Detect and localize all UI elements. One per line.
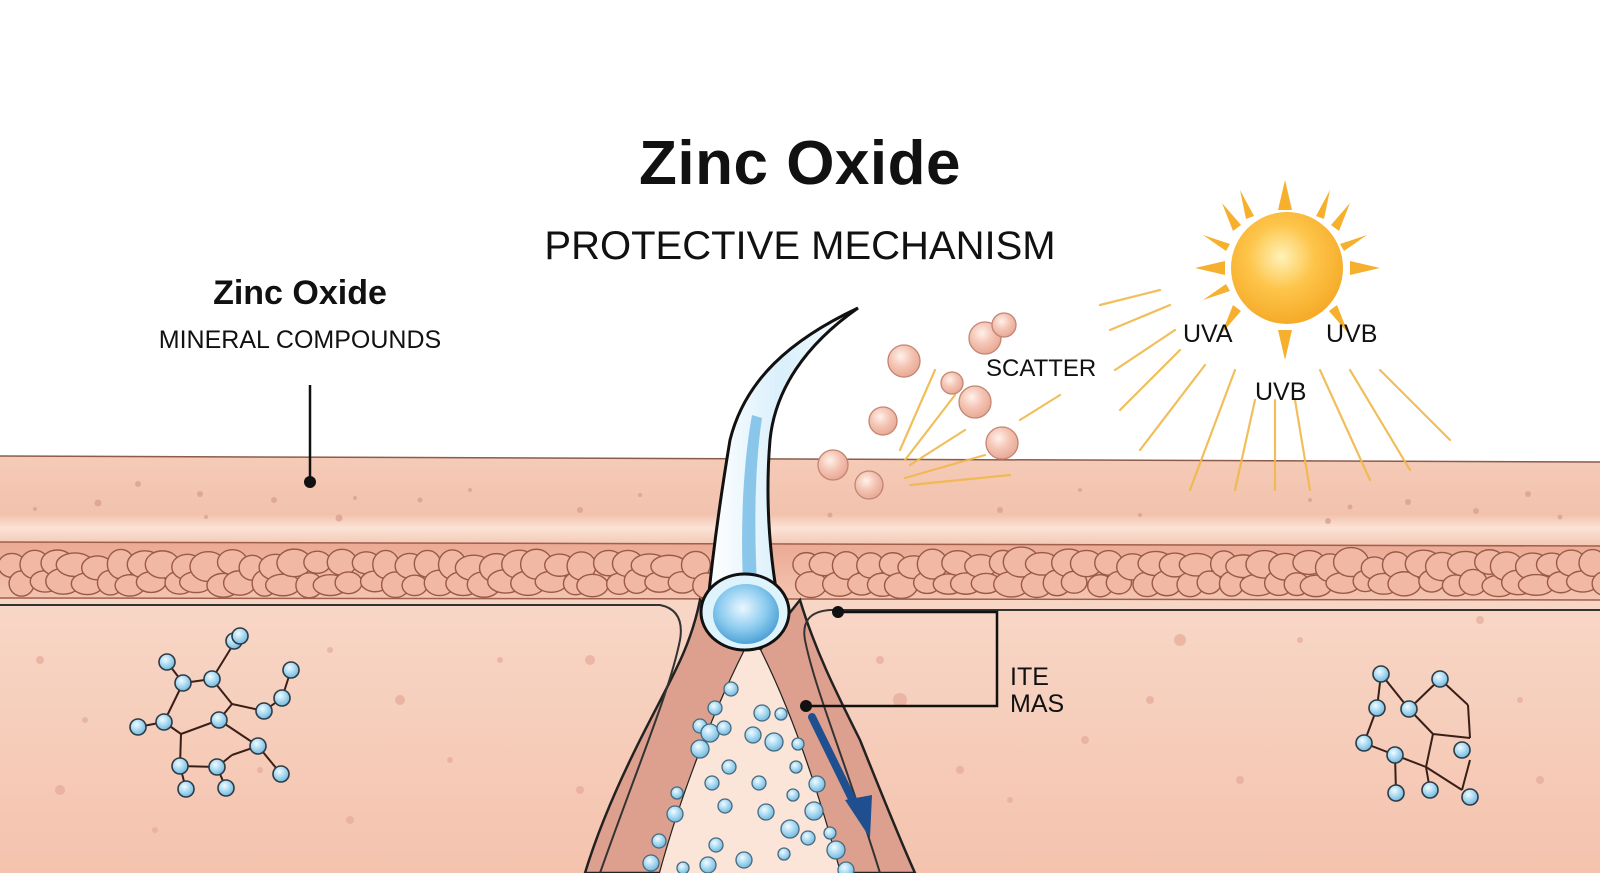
- follicle-bubbles: [642, 681, 855, 873]
- mineral-subtitle: MINERAL COMPOUNDS: [158, 326, 442, 354]
- scatter-label: SCATTER: [986, 355, 1097, 382]
- main-title: Zinc Oxide: [639, 129, 961, 198]
- sun-spikes: [1195, 180, 1380, 360]
- follicle-interior: [660, 650, 840, 873]
- hair-core: [742, 415, 762, 600]
- uvb-label-bottom: UVB: [1255, 378, 1307, 406]
- hair-bulb-core: [713, 584, 779, 644]
- skin-speckles: [33, 481, 1563, 524]
- callout-bracket: [806, 610, 999, 708]
- skin-epidermis: [0, 456, 1600, 546]
- callout-label-ite: ITE: [1010, 663, 1049, 691]
- uv-rays: [898, 288, 1452, 492]
- molecule-left: [129, 627, 300, 798]
- mineral-title: Zinc Oxide: [213, 274, 387, 312]
- scatter-particles: [817, 312, 1019, 500]
- uva-label: UVA: [1183, 320, 1233, 348]
- downward-arrow: [808, 713, 872, 838]
- callout-label-mas: MAS: [1010, 690, 1065, 718]
- main-subtitle: PROTECTIVE MECHANISM: [544, 224, 1056, 268]
- mineral-pointer-dot: [304, 476, 316, 488]
- dermis-speckles: [36, 616, 1544, 833]
- uvb-label-right: UVB: [1326, 320, 1378, 348]
- fat-cells: [0, 546, 1600, 600]
- molecule-right: [1355, 665, 1479, 806]
- sun: [1231, 212, 1343, 324]
